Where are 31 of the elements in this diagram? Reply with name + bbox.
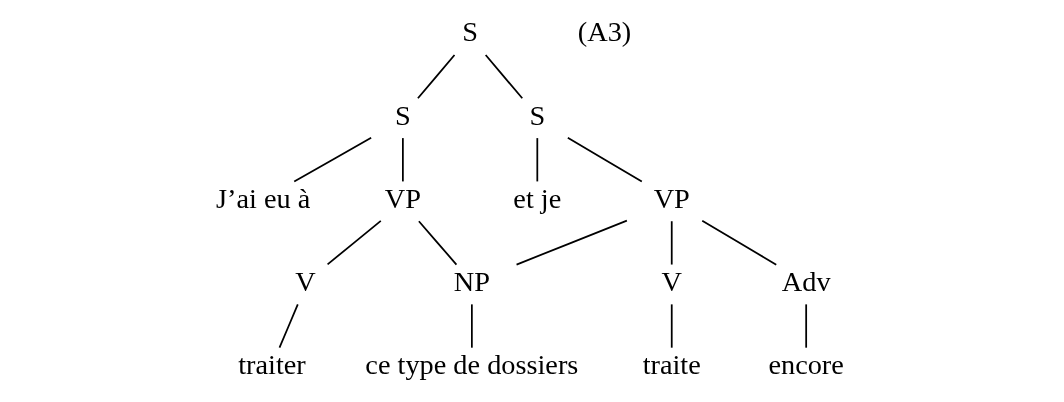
connector: [417, 54, 456, 100]
connector: [402, 137, 404, 183]
node-text: Adv: [781, 265, 831, 297]
node-text: et je: [513, 182, 562, 214]
connector: [805, 303, 808, 349]
connector: [470, 303, 473, 349]
node-text: encore: [768, 348, 844, 380]
connector: [418, 220, 458, 266]
connector: [536, 137, 539, 183]
connector: [566, 136, 643, 183]
node-text: NP: [453, 265, 490, 297]
connector: [293, 136, 373, 183]
label: (A3): [577, 16, 632, 48]
connector: [670, 303, 673, 349]
node-text: VP: [653, 182, 690, 214]
node-text: S: [529, 99, 546, 131]
connector: [326, 219, 382, 266]
node-text: V: [661, 265, 682, 297]
connector: [515, 219, 628, 266]
node-text: traite: [642, 348, 701, 380]
node-text: ce type de dossiers: [365, 348, 579, 380]
connector: [670, 220, 673, 266]
connector: [484, 54, 524, 100]
node-text: S: [462, 16, 478, 48]
connector: [278, 303, 299, 349]
node-text: VP: [384, 182, 421, 214]
node-text: V: [295, 265, 316, 297]
connector: [701, 219, 778, 266]
node-text: S: [395, 99, 411, 131]
node-text: J’ai eu à: [216, 182, 311, 214]
node-text: traiter: [238, 348, 306, 380]
